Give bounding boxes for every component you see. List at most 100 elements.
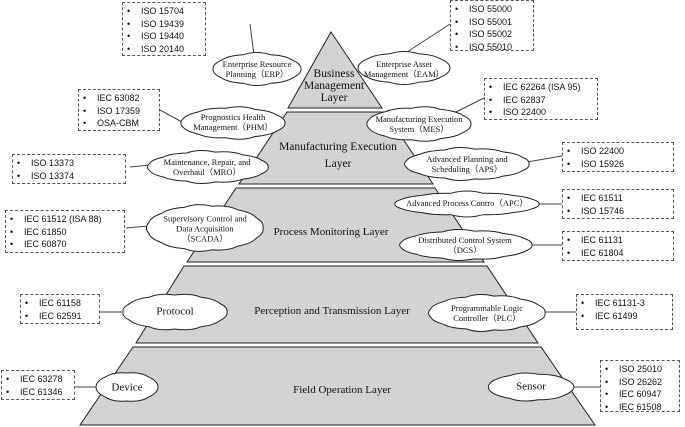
cloud-scada-shape	[145, 204, 264, 252]
layer-field-band	[79, 346, 596, 426]
standard-item: IEC 61508	[605, 401, 673, 414]
layer-business-line-2: Management	[303, 80, 365, 92]
cloud-aps-shape	[404, 147, 530, 181]
standard-item: ISO 22400	[489, 106, 591, 119]
standards-box-apc: IEC 61511 ISO 15746	[562, 189, 674, 219]
cloud-aps-line-2: Scheduling（APS）	[431, 164, 503, 174]
layer-monitoring-line-1: Process Monitoring Layer	[273, 226, 389, 238]
cloud-dcs-text: Distributed Control System （DCS）	[418, 235, 512, 256]
standard-item: ISO 13374	[17, 170, 119, 183]
standards-box-aps: ISO 22400 ISO 15926	[562, 142, 674, 172]
cloud-mro-text: Maintenance, Repair, and Overhaul（MRO）	[163, 157, 251, 178]
standard-item: IEC 61804	[567, 247, 667, 260]
standards-box-dcs: IEC 61131 IEC 61804	[562, 231, 674, 261]
cloud-phm-line-1: Prognostics Health	[200, 112, 266, 123]
layer-mes-line-1: Manufacturing Execution	[279, 141, 397, 153]
cloud-scada-text: Supervisory Control and Data Acquisition…	[163, 214, 247, 243]
standard-item: IEC 62591	[25, 310, 93, 323]
standard-item: ISO 15704	[127, 5, 199, 18]
standard-item: ISO 55002	[455, 28, 527, 41]
cloud-mes-text: Manufacturing Execution System（MES）	[375, 114, 463, 135]
cloud-protocol-line-1: Protocol	[156, 305, 194, 318]
standard-item: ISO 20140	[127, 43, 199, 56]
cloud-eam-line-1: Enterprise Asset	[376, 59, 432, 70]
standards-box-mes: IEC 62264 (ISA 95) IEC 62837 ISO 22400	[484, 78, 598, 120]
cloud-plc-line-2: Controller（PLC）	[453, 313, 521, 323]
layer-perception-label: Perception and Transmission Layer	[254, 305, 410, 317]
standard-item: IEC 61346	[6, 386, 68, 399]
cloud-eam-shape	[357, 50, 451, 86]
layer-business-line-3: Layer	[320, 92, 348, 104]
standard-item: ISO 26262	[605, 376, 673, 389]
standard-item: IEC 60947	[605, 388, 673, 401]
standards-box-plc: IEC 61131-3 IEC 61499	[576, 294, 673, 330]
cloud-scada-line-2: Data Acquisition	[176, 223, 234, 234]
cloud-plc-shape	[427, 294, 546, 332]
cloud-erp-line-1: Enterprise Resource	[222, 59, 292, 70]
connector-erp	[249, 23, 255, 56]
standard-item: ISO 19440	[127, 30, 199, 43]
cloud-sensor-line-1: Sensor	[516, 380, 546, 393]
cloud-erp-line-2: Planning（ERP）	[225, 69, 289, 79]
cloud-mro-line-1: Maintenance, Repair, and	[163, 157, 251, 168]
standards-box-erp: ISO 15704 ISO 19439 ISO 19440 ISO 20140	[122, 2, 206, 56]
standards-box-eam: ISO 55000 ISO 55001 ISO 55002 ISO 55010	[450, 0, 534, 54]
standard-item: ISO 25010	[605, 363, 673, 376]
layer-perception-line-1: Perception and Transmission Layer	[254, 305, 410, 317]
cloud-sensor-text: Sensor	[516, 381, 546, 394]
standard-item: ISO 19439	[127, 18, 199, 31]
cloud-mes-line-1: Manufacturing Execution	[375, 114, 463, 125]
cloud-protocol-shape	[122, 293, 228, 331]
layer-mes-label: Manufacturing Execution Layer	[279, 139, 397, 173]
cloud-apc-line-1: Advanced Process Contro（APC）	[406, 198, 528, 209]
cloud-phm-shape	[180, 106, 286, 140]
standards-box-protocol: IEC 61158 IEC 62591	[20, 294, 100, 324]
standards-box-scada: IEC 61512 (ISA 88) IEC 61850 IEC 60870	[5, 210, 125, 253]
cloud-apc-text: Advanced Process Contro（APC）	[406, 198, 528, 209]
connector-scada	[125, 225, 149, 229]
cloud-plc-text: Programmable Logic Controller（PLC）	[451, 303, 523, 324]
standards-box-device: IEC 63278 IEC 61346	[1, 370, 75, 400]
cloud-aps-text: Advanced Planning and Scheduling（APS）	[426, 154, 508, 175]
cloud-dcs-line-2: （DCS）	[448, 245, 482, 255]
standards-box-mro: ISO 13373 ISO 13374	[12, 154, 126, 184]
cloud-scada-line-1: Supervisory Control and	[163, 213, 247, 224]
connector-eam	[403, 23, 451, 55]
standard-item: IEC 61511	[567, 192, 667, 205]
standard-item: ISO 15746	[567, 205, 667, 218]
standard-item: IEC 62264 (ISA 95)	[489, 81, 591, 94]
standard-item: ISO 13373	[17, 157, 119, 170]
standard-item: ISO 55000	[455, 3, 527, 16]
layer-business-line-1: Business	[313, 68, 355, 80]
cloud-protocol-text: Protocol	[156, 306, 193, 319]
standards-box-phm: IEC 63082 ISO 17359 OSA-CBM	[78, 89, 160, 131]
cloud-device-shape	[95, 372, 159, 402]
cloud-erp-text: Enterprise Resource Planning（ERP）	[222, 59, 292, 80]
standard-item: IEC 63082	[83, 92, 153, 105]
cloud-device-text: Device	[111, 382, 142, 395]
cloud-device-line-1: Device	[111, 381, 143, 394]
layer-business-label: Business Management Layer	[304, 68, 364, 104]
connector-mro	[129, 164, 151, 168]
standard-item: OSA-CBM	[83, 117, 153, 130]
clouds-group	[95, 50, 575, 402]
layer-monitoring-label: Process Monitoring Layer	[274, 226, 389, 238]
cloud-phm-line-2: Management（PHM）	[193, 122, 273, 132]
cloud-mro-line-2: Overhaul（MRO）	[172, 167, 241, 177]
standard-item: ISO 55010	[455, 41, 527, 54]
cloud-aps-line-1: Advanced Planning and	[426, 154, 508, 165]
cloud-plc-line-1: Programmable Logic	[451, 303, 523, 314]
cloud-sensor-shape	[487, 372, 575, 402]
layer-field-label: Field Operation Layer	[293, 384, 391, 396]
cloud-apc-shape	[394, 190, 540, 218]
standard-item: IEC 61131	[567, 234, 667, 247]
layer-business-band	[287, 31, 383, 109]
cloud-dcs-line-1: Distributed Control System	[418, 235, 512, 246]
standard-item: IEC 61499	[581, 310, 666, 323]
cloud-scada-line-3: （SCADA）	[182, 232, 228, 243]
cloud-eam-line-2: Management（EAM）	[363, 69, 445, 79]
standard-item: ISO 17359	[83, 105, 153, 118]
cloud-mes-shape	[366, 106, 472, 142]
